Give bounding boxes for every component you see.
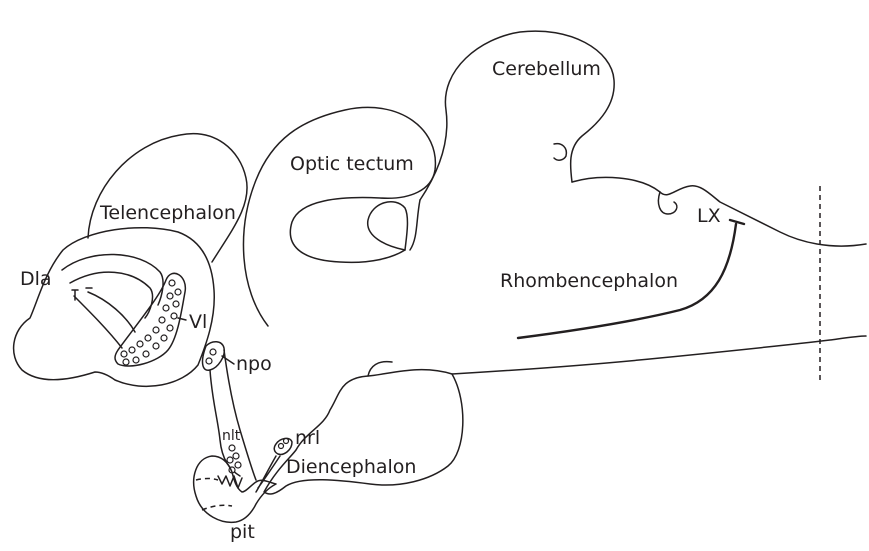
optic-tectum-inner [368,202,408,250]
nrl-cell-2 [284,439,289,444]
cerebellum-outline [420,31,614,200]
dla-layer-3 [88,292,135,332]
telencephalon-upper-outline [88,134,247,262]
label-vl: Vl [189,311,207,333]
label-npo: npo [236,353,272,375]
label-rhombencephalon: Rhombencephalon [500,270,678,292]
cerebellum-connector [410,200,420,250]
vl-cells [121,280,181,365]
label-pit: pit [230,521,255,543]
npo-cell-2 [206,358,212,364]
pituitary-dash-lower [202,505,232,510]
rhombencephalon-bottom [452,336,866,374]
npo-leader [222,356,234,364]
label-dla: Dla [20,268,52,290]
label-diencephalon: Diencephalon [286,456,416,478]
pituitary-dash-upper [196,479,218,481]
label-nrl: nrl [295,427,320,449]
npo-cell-1 [210,349,216,355]
npo-group [203,342,225,371]
label-telencephalon: Telencephalon [99,202,236,224]
nlt-cells [227,445,241,473]
label-nlt: nlt [222,428,241,444]
dla-layer-2 [70,272,153,318]
label-optic-tectum: Optic tectum [290,153,414,175]
label-lx: LX [697,205,721,227]
pituitary-zigzag [218,476,242,488]
nrl-cell-1 [279,444,284,449]
dla-layer-4 [74,296,122,348]
cerebellum-notch [554,144,566,161]
label-cerebellum: Cerebellum [492,58,601,80]
